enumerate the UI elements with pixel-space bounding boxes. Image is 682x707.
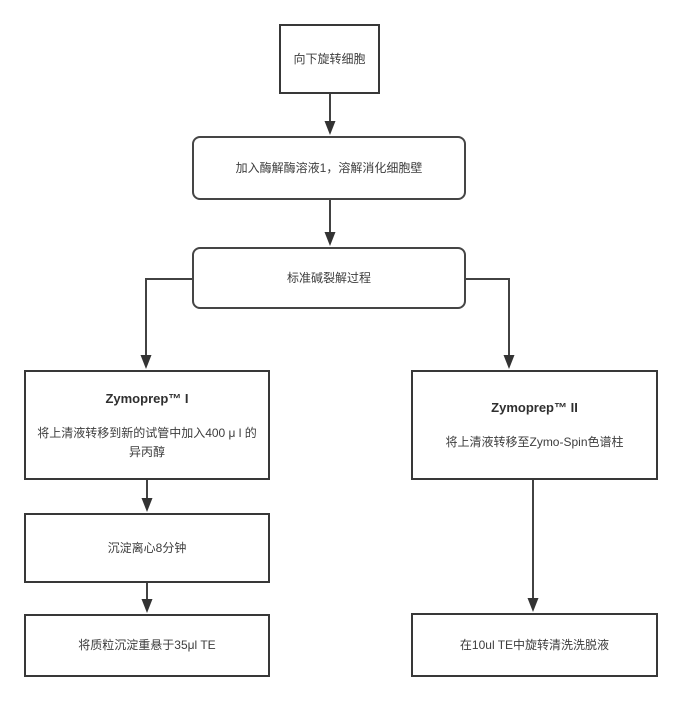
node-label: 标准碱裂解过程 [286, 270, 371, 285]
node-zymoprep-2: Zymoprep™ II 将上清液转移至Zymo-Spin色谱柱 [411, 370, 658, 480]
node-spin-wash-elute: 在10ul TE中旋转清洗洗脱液 [411, 613, 658, 677]
node-add-zymolyase: 加入酶解酶溶液1，溶解消化细胞壁 [192, 136, 466, 200]
node-alkaline-lysis: 标准碱裂解过程 [192, 247, 466, 309]
node-spin-down-cells: 向下旋转细胞 [279, 24, 380, 94]
connector-pellet-spin-to-resuspend [141, 583, 153, 613]
node-label: 将上清液转移到新的试管中加入400 μ l 的异丙醇 [37, 425, 257, 459]
connector-zymoprep2-to-elute [527, 480, 539, 612]
connector-lysis-to-zymoprep2 [466, 278, 515, 369]
node-label: 向下旋转细胞 [293, 51, 366, 66]
connector-spin-down-to-add-enzyme [324, 94, 336, 135]
node-label: 沉淀离心8分钟 [107, 540, 187, 555]
node-resuspend-plasmid: 将质粒沉淀重悬于35μl TE [24, 614, 270, 677]
connector-zymoprep1-to-pellet-spin [141, 480, 153, 512]
node-zymoprep-1: Zymoprep™ I 将上清液转移到新的试管中加入400 μ l 的异丙醇 [24, 370, 270, 480]
node-title: Zymoprep™ I [105, 390, 189, 406]
node-pellet-centrifuge: 沉淀离心8分钟 [24, 513, 270, 583]
node-label: 将质粒沉淀重悬于35μl TE [78, 638, 216, 653]
node-title: Zymoprep™ II [491, 400, 578, 416]
connector-lysis-to-zymoprep1 [140, 278, 192, 369]
node-label: 将上清液转移至Zymo-Spin色谱柱 [445, 435, 624, 450]
node-label: 加入酶解酶溶液1，溶解消化细胞壁 [235, 160, 423, 175]
connector-add-enzyme-to-lysis [324, 200, 336, 246]
node-label: 在10ul TE中旋转清洗洗脱液 [459, 637, 610, 652]
